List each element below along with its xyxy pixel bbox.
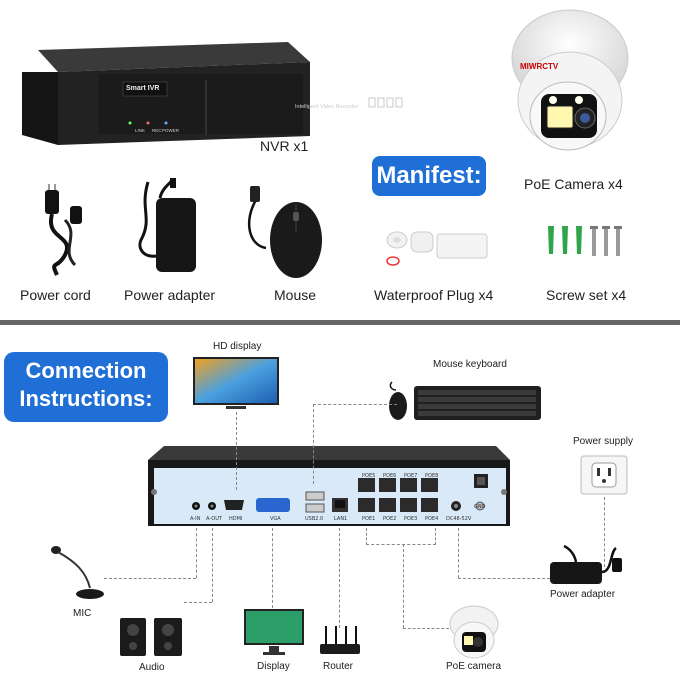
line-aout (212, 528, 213, 602)
connection-badge: Connection Instructions: (4, 352, 168, 422)
port-ain: A-IN (190, 516, 201, 522)
camera-caption: PoE Camera x4 (524, 176, 623, 192)
manifest-badge: Manifest: (372, 156, 486, 196)
power-adapter-caption: Power adapter (124, 287, 216, 303)
connection-power-adapter-image (550, 544, 622, 584)
port-poe1: POE1 (362, 516, 376, 522)
mic-label: MIC (73, 608, 92, 619)
line-poe-h (403, 628, 449, 629)
nvr-brand-label: Smart IVR (126, 85, 160, 92)
port-poe4: POE4 (425, 516, 439, 522)
port-dc: DC48-52V (446, 516, 472, 522)
nvr-subtitle-label: Intelligent Video Recorder (295, 104, 359, 110)
power-supply-label: Power supply (573, 436, 634, 447)
screw-set-caption: Screw set x4 (546, 287, 627, 303)
line-vga (272, 528, 273, 608)
nvr-front-icons (368, 96, 404, 114)
power-adapter-image (138, 178, 196, 272)
section-divider (0, 320, 680, 325)
mouse-caption: Mouse (274, 287, 317, 303)
hd-display-image (193, 357, 279, 409)
poe-camera-label: PoE camera (446, 661, 502, 672)
hd-display-label: HD display (213, 341, 262, 352)
display-image (244, 609, 304, 655)
power-cord-image (45, 184, 82, 276)
connection-power-adapter-label: Power adapter (550, 589, 616, 600)
port-poe3: POE3 (404, 516, 418, 522)
line-hdmi (236, 412, 237, 490)
line-ain-h (104, 578, 196, 579)
connection-badge-line2: Instructions: (19, 386, 153, 411)
port-hdmi: HDMI (229, 516, 243, 522)
router-label: Router (323, 661, 354, 672)
waterproof-plug-caption: Waterproof Plug x4 (374, 287, 494, 303)
line-usb (313, 404, 314, 484)
wall-outlet-image (580, 455, 628, 495)
mouse-image (248, 186, 322, 278)
mouse-keyboard-label: Mouse keyboard (433, 359, 507, 370)
line-aout-h (184, 602, 212, 603)
port-gnd: GND (474, 504, 486, 510)
connection-badge-line1: Connection (25, 358, 147, 383)
waterproof-plug-image (386, 231, 488, 266)
line-lan (339, 528, 340, 628)
line-ain (196, 528, 197, 578)
port-poe5: POE5 (362, 473, 376, 479)
line-poe-bracket (366, 528, 436, 545)
port-poe2: POE2 (383, 516, 397, 522)
nvr-back-panel (148, 446, 510, 526)
power-cord-caption: Power cord (20, 287, 91, 303)
nvr-led-link: LINK (135, 128, 146, 133)
line-power-supply (604, 497, 605, 567)
audio-label: Audio (139, 662, 165, 673)
line-usb-h (313, 404, 397, 405)
screw-set-image (548, 226, 622, 256)
audio-speakers-image (120, 618, 182, 656)
nvr-led-rec: REC (152, 128, 162, 133)
nvr-led-power: POWER (162, 128, 180, 133)
port-usb: USB2.0 (305, 516, 324, 522)
mouse-keyboard-image (389, 381, 541, 420)
mic-image (51, 546, 104, 599)
display-label: Display (257, 661, 290, 672)
nvr-caption: NVR x1 (260, 138, 309, 154)
camera-brand-label: MIWRCTV (520, 62, 559, 71)
port-poe6: POE6 (383, 473, 397, 479)
port-aout: A-OUT (206, 516, 222, 522)
line-poe (403, 544, 404, 628)
port-poe8: POE8 (425, 473, 439, 479)
dome-camera-image (511, 9, 629, 151)
router-image (320, 626, 360, 654)
line-dc (458, 528, 459, 578)
port-poe7: POE7 (404, 473, 418, 479)
port-lan: LAN1 (334, 516, 348, 522)
port-vga: VGA (270, 516, 281, 522)
poe-camera-image (449, 605, 499, 659)
line-dc-h (458, 578, 550, 579)
nvr-front-image (22, 42, 310, 145)
